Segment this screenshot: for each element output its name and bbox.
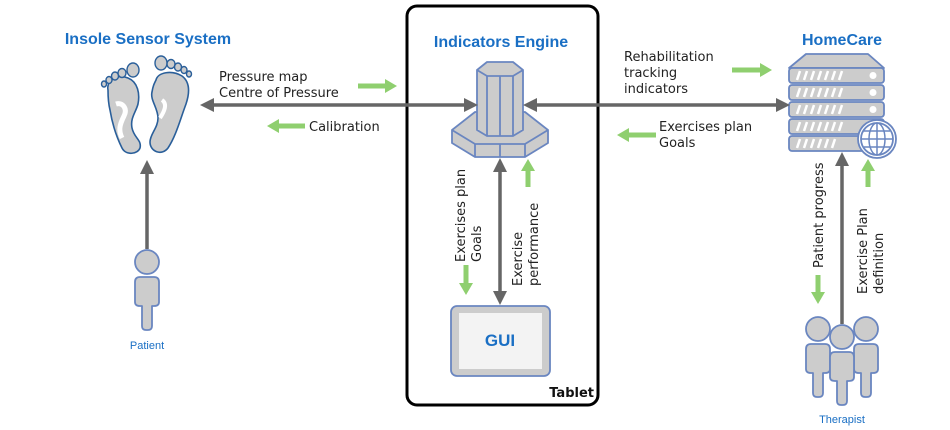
flow-arrow-engine-to-gui: [459, 265, 473, 295]
insole-engine-connector: [200, 98, 478, 112]
homecare-title: HomeCare: [802, 32, 882, 49]
patient-to-insole-arrow: [140, 160, 154, 249]
flow-label-gui-exercises-plan: Exercises plan: [454, 169, 469, 262]
engine-gui-connector: [493, 158, 507, 305]
therapist-homecare-connector: [835, 152, 849, 324]
flow-label-performance: performance: [527, 203, 542, 286]
flow-label-centre-of-pressure: Centre of Pressure: [219, 86, 339, 101]
patient-label: Patient: [130, 340, 164, 352]
patient-person-icon: [134, 249, 160, 331]
flow-label-rehabilitation: Rehabilitation: [624, 50, 714, 65]
flow-label-exercises-plan: Exercises plan: [659, 120, 752, 135]
engine-homecare-connector: [523, 98, 790, 112]
gui-tablet-icon: [450, 305, 551, 377]
flow-arrow-engine-to-homecare: [732, 63, 772, 77]
tablet-container: [405, 4, 600, 407]
flow-label-definition: definition: [872, 233, 887, 294]
therapist-label: Therapist: [819, 414, 865, 426]
flow-label-goals: Goals: [659, 136, 696, 151]
flow-label-gui-goals: Goals: [470, 225, 485, 262]
flow-arrow-calibration: [267, 119, 305, 133]
indicators-engine-icon: [451, 61, 549, 158]
flow-arrow-homecare-to-engine: [617, 128, 656, 142]
globe-icon: [857, 119, 897, 159]
flow-label-patient-progress: Patient progress: [812, 162, 827, 268]
flow-arrow-therapist-to-homecare: [861, 159, 875, 187]
flow-label-exercise-plan: Exercise Plan: [856, 208, 871, 294]
therapist-group-icon: [805, 316, 879, 406]
insole-sensor-system-title: Insole Sensor System: [65, 31, 231, 48]
flow-arrow-homecare-to-therapist: [811, 275, 825, 304]
tablet-label: Tablet: [549, 386, 594, 401]
flow-label-tracking: tracking: [624, 66, 677, 81]
feet-icon: [100, 55, 193, 155]
gui-label: GUI: [485, 331, 515, 350]
flow-label-calibration: Calibration: [309, 120, 380, 135]
flow-label-exercise: Exercise: [511, 232, 526, 286]
indicators-engine-title: Indicators Engine: [434, 34, 568, 51]
flow-arrow-gui-to-engine: [521, 159, 535, 187]
flow-arrow-insole-to-engine: [358, 79, 397, 93]
flow-label-indicators: indicators: [624, 82, 688, 97]
flow-label-pressure-map: Pressure map: [219, 70, 308, 85]
